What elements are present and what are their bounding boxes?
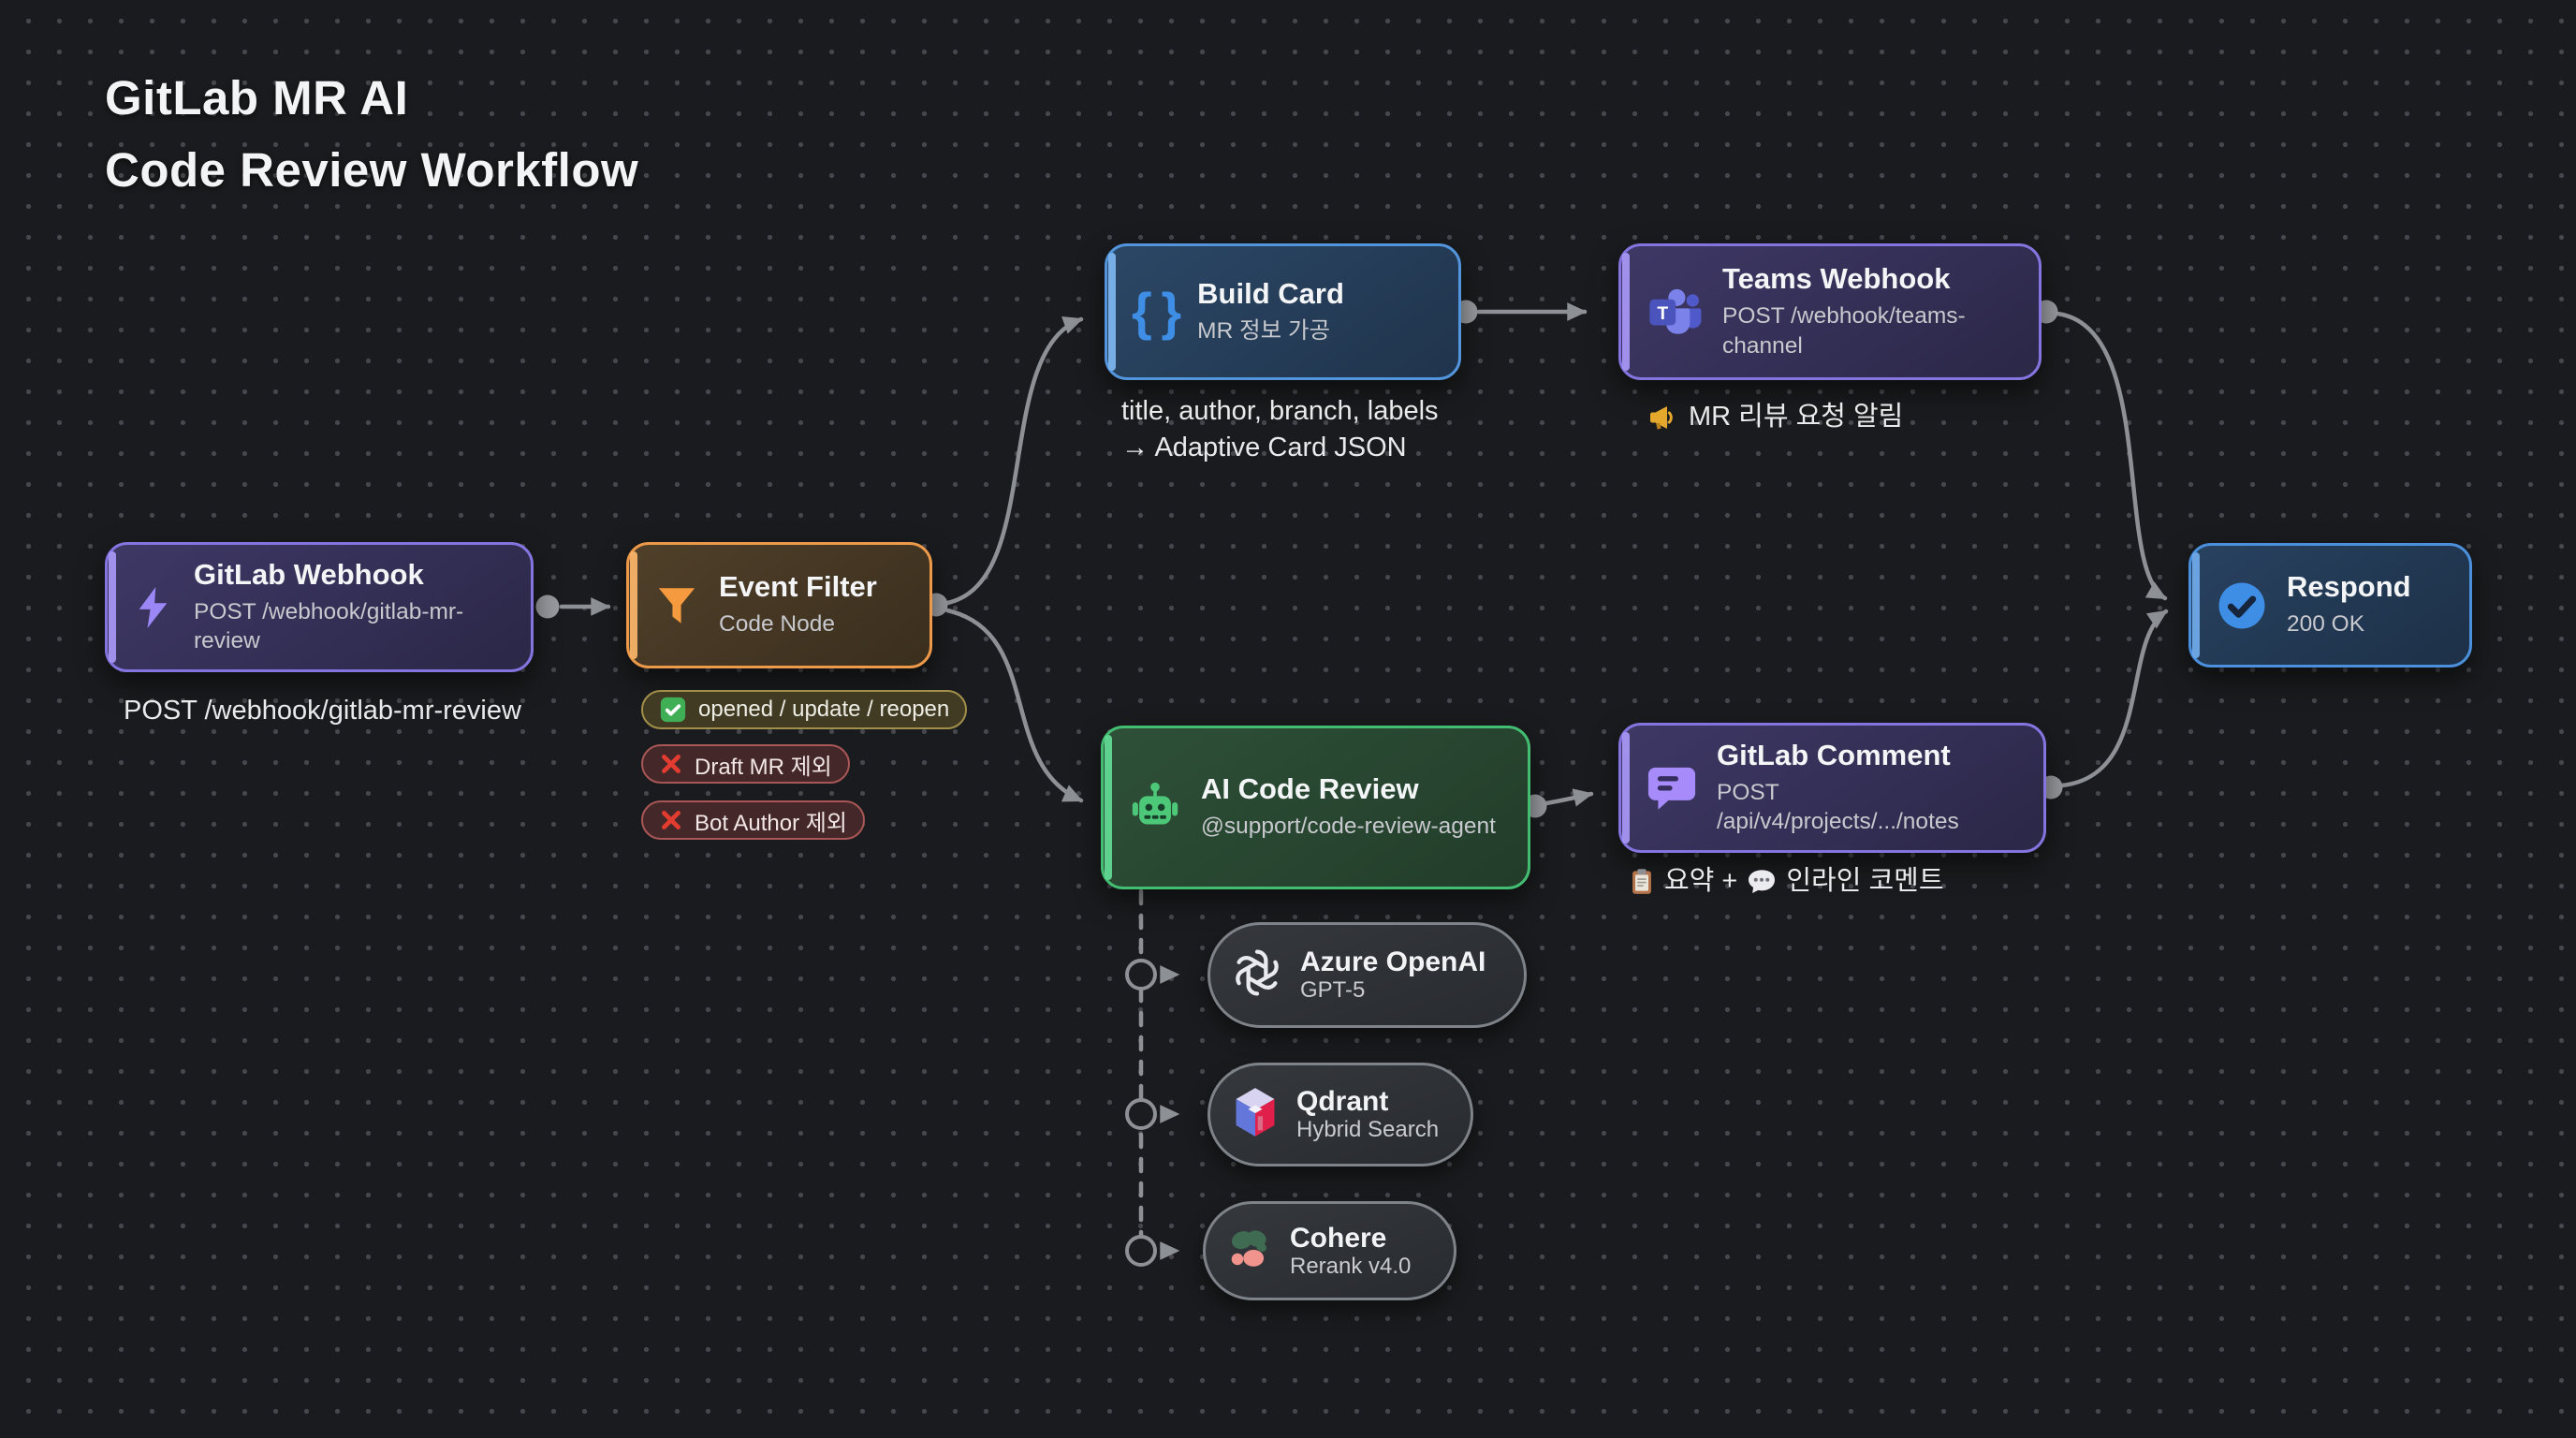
cohere-logo-icon (1226, 1225, 1273, 1277)
pill-title: Azure OpenAI (1300, 946, 1486, 977)
node-ai-code-review[interactable]: AI Code Review @support/code-review-agen… (1101, 726, 1530, 889)
node-subtitle: POST /webhook/teams-channel (1722, 303, 1966, 359)
comment-caption-prefix: 요약 + (1664, 866, 1738, 896)
openai-logo-icon (1231, 946, 1283, 1004)
node-title: GitLab Webhook (194, 557, 424, 591)
teams-caption: MR 리뷰 요청 알림 (1646, 399, 1903, 435)
edge-filter-to-build-card (944, 316, 1084, 606)
check-badge-icon (659, 696, 687, 724)
pill-subtitle: Hybrid Search (1296, 1117, 1440, 1142)
pill-title: Qdrant (1296, 1086, 1389, 1117)
node-title: Teams Webhook (1722, 262, 1951, 296)
build-card-caption: title, author, branch, labels → Adaptive… (1121, 393, 1439, 466)
speech-bubble-icon (1646, 764, 1698, 813)
node-respond[interactable]: Respond 200 OK (2188, 543, 2472, 668)
megaphone-icon (1646, 403, 1677, 433)
filter-badge-draft: Draft MR 제외 (641, 744, 850, 784)
filter-badge-events: opened / update / reopen (641, 690, 968, 729)
node-teams-webhook[interactable]: T Teams Webhook POST /webhook/teams-chan… (1618, 243, 2042, 380)
badge-label: opened / update / reopen (698, 697, 950, 722)
ms-teams-icon: T (1646, 285, 1704, 339)
branch-dot-azure (1125, 959, 1157, 990)
page-title-line2: Code Review Workflow (105, 143, 639, 197)
page-title: GitLab MR AI Code Review Workflow (105, 62, 638, 206)
node-subtitle: @support/code-review-agent (1201, 814, 1496, 840)
node-title: GitLab Comment (1717, 738, 1951, 771)
pill-title: Cohere (1290, 1222, 1387, 1254)
edge-comment-to-respond (2059, 609, 2169, 788)
node-gitlab-comment[interactable]: GitLab Comment POST /api/v4/projects/...… (1618, 723, 2046, 853)
node-title: AI Code Review (1201, 772, 1419, 806)
speech-balloon-icon (1747, 868, 1777, 896)
page-title-line1: GitLab MR AI (105, 71, 409, 125)
edge-ai-review-to-comment (1544, 788, 1594, 807)
pill-azure-openai[interactable]: Azure OpenAI GPT-5 (1208, 922, 1527, 1028)
node-title: Event Filter (719, 570, 877, 604)
pill-subtitle: Rerank v4.0 (1290, 1253, 1412, 1279)
node-event-filter[interactable]: Event Filter Code Node (626, 542, 932, 668)
node-subtitle: POST /api/v4/projects/.../notes (1717, 779, 1959, 835)
robot-icon (1128, 781, 1182, 835)
node-subtitle: 200 OK (2287, 611, 2365, 638)
node-subtitle: POST /webhook/gitlab-mr-review (194, 598, 464, 654)
edge-filter-to-ai-review (944, 608, 1084, 803)
cross-icon (659, 752, 683, 776)
node-title: Build Card (1197, 276, 1344, 310)
funnel-icon (653, 582, 700, 629)
webhook-caption: POST /webhook/gitlab-mr-review (124, 696, 521, 726)
badge-label: Draft MR 제외 (695, 754, 832, 780)
badge-label: Bot Author 제외 (695, 810, 847, 836)
pill-cohere[interactable]: Cohere Rerank v4.0 (1203, 1201, 1456, 1300)
edge-teams-to-respond (2055, 311, 2168, 601)
node-title: Respond (2287, 570, 2411, 604)
branch-dot-qdrant (1125, 1098, 1157, 1130)
lightning-bolt-icon (132, 582, 175, 633)
comment-caption: 요약 + 인라인 코멘트 (1629, 863, 1944, 900)
node-gitlab-webhook[interactable]: GitLab Webhook POST /webhook/gitlab-mr-r… (105, 542, 534, 672)
node-subtitle: MR 정보 가공 (1197, 317, 1331, 344)
node-build-card[interactable]: { } Build Card MR 정보 가공 (1105, 243, 1461, 380)
curly-braces-icon: { } (1132, 282, 1181, 341)
teams-caption-text: MR 리뷰 요청 알림 (1689, 402, 1904, 432)
branch-dot-cohere (1125, 1235, 1157, 1267)
qdrant-logo-icon (1231, 1086, 1280, 1143)
clipboard-icon (1629, 867, 1655, 897)
build-card-caption-line2: → Adaptive Card JSON (1121, 433, 1407, 463)
build-card-caption-line1: title, author, branch, labels (1121, 396, 1439, 426)
node-subtitle: Code Node (719, 611, 835, 638)
cross-icon (659, 808, 683, 832)
filter-badge-bot-author: Bot Author 제외 (641, 800, 865, 840)
comment-caption-suffix: 인라인 코멘트 (1786, 866, 1944, 896)
pill-qdrant[interactable]: Qdrant Hybrid Search (1208, 1063, 1473, 1167)
svg-text:T: T (1657, 304, 1668, 324)
port-webhook-out[interactable] (535, 594, 560, 619)
check-circle-icon (2216, 580, 2268, 632)
pill-subtitle: GPT-5 (1300, 977, 1366, 1003)
